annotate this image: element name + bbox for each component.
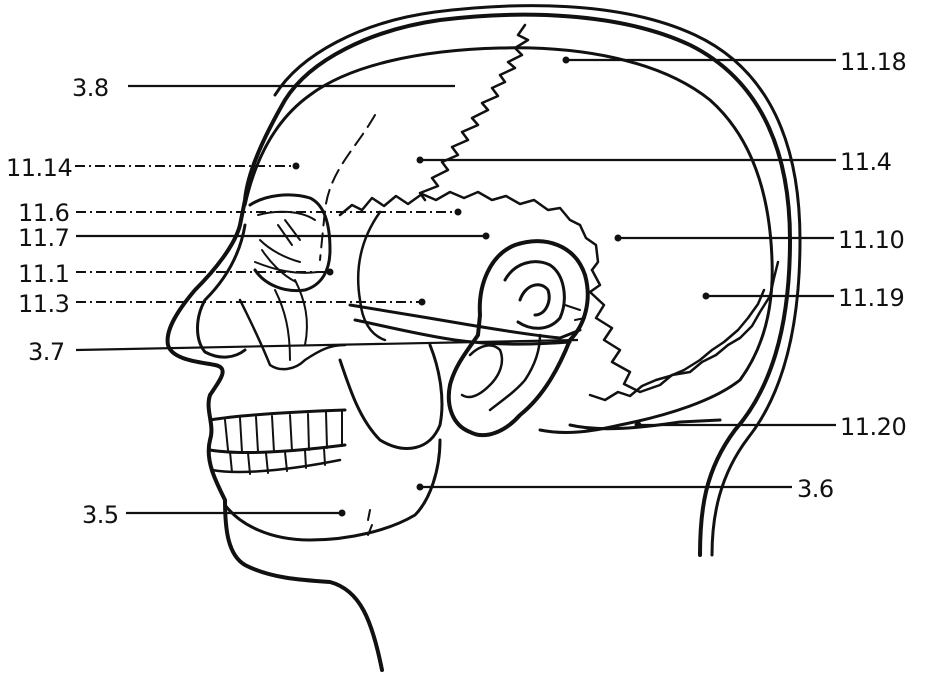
ear <box>449 241 588 435</box>
label-11-20: 11.20 <box>840 413 906 441</box>
label-11-1: 11.1 <box>18 260 69 288</box>
label-11-18: 11.18 <box>840 48 906 76</box>
label-11-10: 11.10 <box>838 226 904 254</box>
label-11-14: 11.14 <box>6 154 72 182</box>
label-11-4: 11.4 <box>840 148 891 176</box>
label-3-8: 3.8 <box>72 74 109 102</box>
label-3-5: 3.5 <box>82 501 119 529</box>
label-11-7: 11.7 <box>18 224 69 252</box>
teeth <box>210 410 345 474</box>
label-11-3: 11.3 <box>18 290 69 318</box>
leader-lines <box>75 60 836 513</box>
orbit <box>250 195 330 291</box>
label-11-6: 11.6 <box>18 199 69 227</box>
label-3-6: 3.6 <box>797 475 834 503</box>
label-11-19: 11.19 <box>838 284 904 312</box>
pointer-dots <box>293 57 710 517</box>
label-3-7: 3.7 <box>28 338 65 366</box>
